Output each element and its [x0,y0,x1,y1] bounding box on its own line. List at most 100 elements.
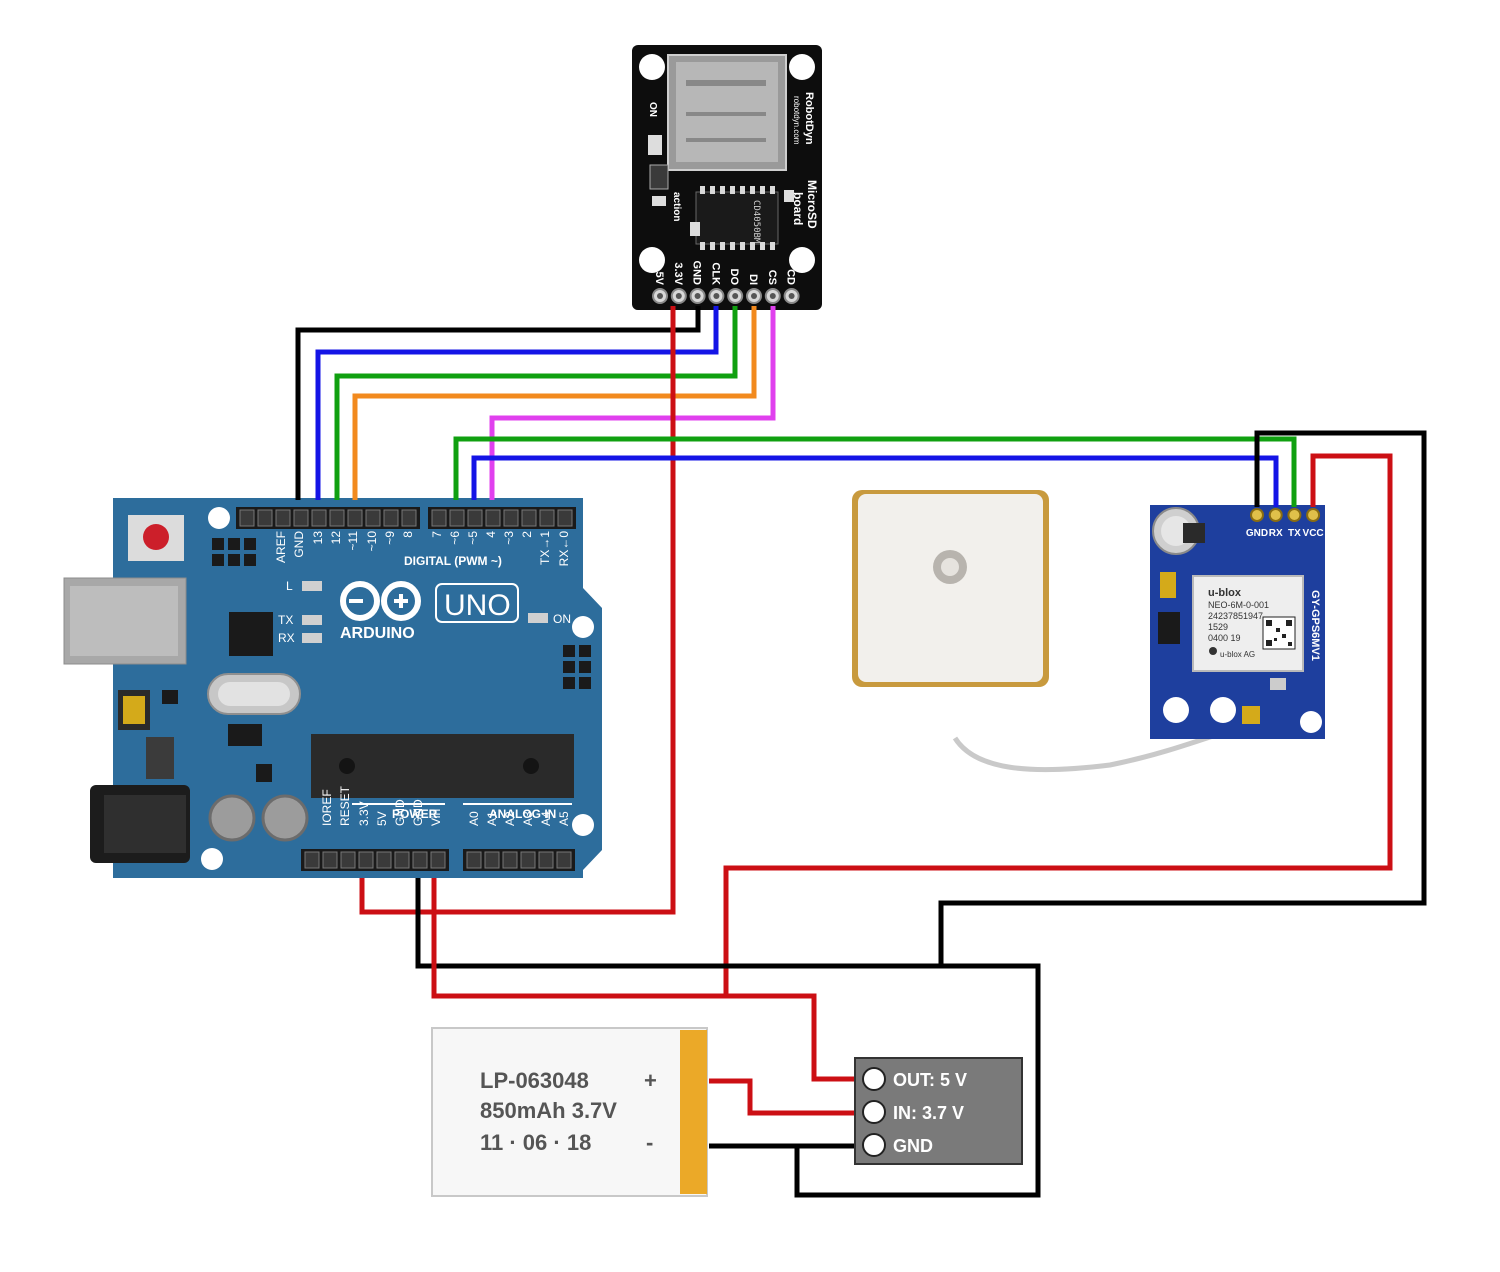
pin-label: GND [292,531,306,558]
gps-pin-label: GND [1246,528,1268,539]
sd-pin-hole [769,293,776,299]
wire-gps-vcc [723,453,1393,996]
pin-label: GND [411,799,425,826]
digital-header-left-socket [401,509,417,527]
pin-label: 12 [329,531,343,545]
gps-pin-label: RX [1269,528,1283,539]
pin-label: A4 [539,811,553,826]
digital-header-left-socket [329,509,345,527]
sd-pin-label: CD [785,269,797,285]
digital-header-right-socket [485,509,501,527]
gps-pin [1268,508,1283,522]
pin-label: RX←0 [557,531,571,567]
digital-header-left-socket [257,509,273,527]
sd-title-line1: MicroSD [805,180,819,229]
gps-pin [1306,508,1321,522]
power-header [301,849,449,871]
sd-pin-label: GND [691,261,703,286]
analog-header-label: ANALOG IN [489,807,556,821]
gps-chip-model: NEO-6M-0-001 [1208,600,1269,610]
led-label-rx: RX [278,631,295,645]
pin-label: 5V [375,811,389,826]
power-header-socket [358,851,374,869]
arduino-uno-board: L TX RX ON ARDUINO UNO DIGITAL (PWM ~) A… [63,498,602,878]
converter-in-label: IN: 3.7 V [893,1103,964,1123]
gps-pin-label: VCC [1303,528,1324,539]
analog-header-socket [538,851,554,869]
digital-header-label: DIGITAL (PWM ~) [404,554,502,568]
sd-pin-label: DO [728,269,740,286]
power-header-socket [376,851,392,869]
sd-pin-label: CLK [709,262,721,285]
battery-minus-label: - [646,1130,653,1155]
power-header-socket [412,851,428,869]
battery-line3: 11 · 06 · 18 [480,1130,591,1155]
converter-gnd-label: GND [893,1136,933,1156]
analog-header-socket [556,851,572,869]
digital-header-right-socket [539,509,555,527]
battery-line1: LP-063048 [480,1068,589,1093]
sd-title-line2: board [791,192,805,225]
microsd-module: CD4050BM ON action RobotDyn robotdyn.com… [632,45,822,310]
power-header-body [301,849,449,871]
sd-pin-hole [657,293,663,299]
power-header-socket [430,851,446,869]
sd-pin-label: CS [766,270,778,285]
gps-chip-date: 1529 [1208,622,1228,632]
wire-sd-di [352,306,757,500]
pin-label: A3 [521,811,535,826]
pin-label: A1 [485,811,499,826]
pin-label: 2 [520,531,534,538]
digital-header [236,507,576,529]
sd-action-label: action [671,192,682,221]
gps-chip-code: 0400 19 [1208,633,1241,643]
pin-label: ~6 [448,531,462,545]
pin-label: ~11 [346,531,360,551]
sd-pin-label: 3.3V [672,262,684,285]
sd-pin-label: 5V [653,272,665,286]
pin-label: 4 [484,531,498,538]
analog-header [463,849,575,871]
boost-converter: OUT: 5 V IN: 3.7 V GND [854,1057,1023,1165]
gps-module: u-blox NEO-6M-0-001 24237851947 1529 040… [1150,505,1325,739]
pin-label: AREF [274,531,288,563]
wire-sd-cs [489,306,776,500]
digital-header-right-socket [467,509,483,527]
led-label-tx: TX [278,613,293,627]
pin-label: Vin [429,809,443,826]
pin-label: ~5 [466,531,480,545]
gps-chip-brand: u-blox [1208,587,1242,599]
wire-battery-positive [709,1078,872,1116]
wire-gps-rx [471,455,1279,507]
sd-pin-hole [713,293,720,299]
wire-arduino-vin [431,878,872,1082]
digital-header-left-socket [347,509,363,527]
pin-label: A2 [503,811,517,826]
sd-pin-label: DI [747,274,759,285]
pin-label: GND [393,799,407,826]
lipo-battery: LP-063048 850mAh 3.7V 11 · 06 · 18 + - [431,1027,708,1197]
gps-chip-serial: 24237851947 [1208,611,1263,621]
sd-pin-hole [694,293,701,299]
pin-label: A0 [467,811,481,826]
pin-label: 8 [401,531,415,538]
sd-chip-label: CD4050BM [751,200,761,244]
pin-label: 3.3V [357,801,371,826]
pin-label: 13 [311,531,325,545]
digital-header-left-socket [365,509,381,527]
sd-pin-hole [732,293,739,299]
gps-qr-code [1262,616,1296,650]
analog-header-socket [466,851,482,869]
led-label-l: L [286,579,293,593]
pin-label: A5 [557,811,571,826]
digital-header-left-socket [383,509,399,527]
sd-site-text: robotdyn.com [792,96,801,145]
gps-patch-antenna [852,490,1241,773]
sd-pin-hole [788,293,795,299]
pin-label: ~3 [502,531,516,545]
wire-gps-tx [453,436,1297,507]
wire-sd-gnd [295,306,701,500]
power-header-socket [322,851,338,869]
